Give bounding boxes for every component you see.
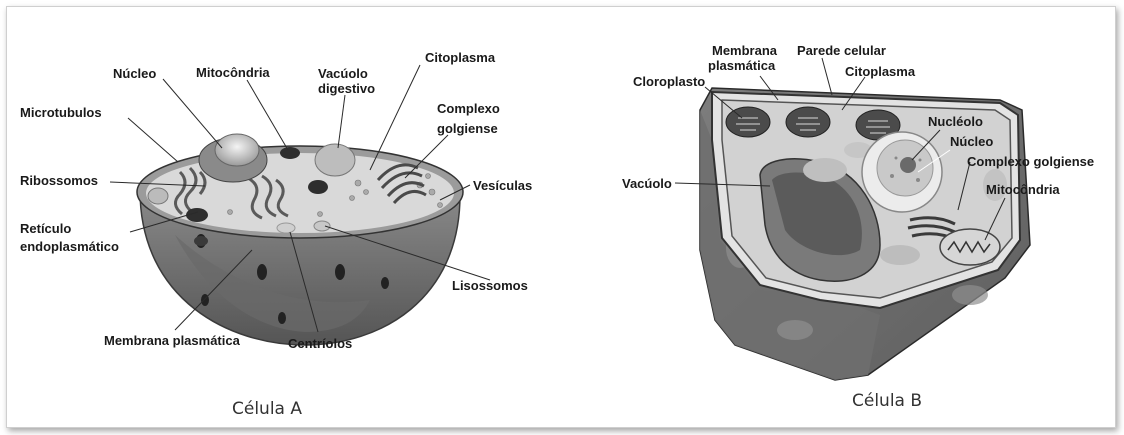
label-a-complexo-2: golgiense	[437, 121, 498, 136]
label-b-nucleolo: Nucléolo	[928, 114, 983, 129]
label-a-membrana: Membrana plasmática	[104, 333, 241, 348]
label-b-vacuolo: Vacúolo	[622, 176, 672, 191]
label-a-vesiculas: Vesículas	[473, 178, 532, 193]
caption-cell-b: Célula B	[852, 391, 922, 411]
label-a-nucleo: Núcleo	[113, 66, 156, 81]
label-a-complexo-1: Complexo	[437, 101, 500, 116]
cell-a-lysosome	[314, 221, 330, 231]
label-b-parede: Parede celular	[797, 43, 886, 58]
cell-b-blob	[803, 158, 847, 182]
cell-a-left-vesicle	[148, 188, 168, 204]
label-b-citoplasma: Citoplasma	[845, 64, 916, 79]
cell-b	[700, 88, 1030, 380]
label-a-vacuolo-2: digestivo	[318, 81, 375, 96]
label-b-membrana-1: Membrana	[712, 43, 778, 58]
label-a-lisossomos: Lisossomos	[452, 278, 528, 293]
label-a-centriolos: Centríolos	[288, 336, 352, 351]
cell-b-mitochondrion	[940, 229, 1000, 265]
label-a-vacuolo-1: Vacúolo	[318, 66, 368, 81]
label-a-ribossomos: Ribossomos	[20, 173, 98, 188]
cell-a	[137, 134, 463, 345]
label-a-reticulo-1: Retículo	[20, 221, 71, 236]
label-b-nucleo: Núcleo	[950, 134, 993, 149]
label-a-citoplasma: Citoplasma	[425, 50, 496, 65]
cell-b-nucleolus	[900, 157, 916, 173]
label-a-mitocondria: Mitocôndria	[196, 65, 270, 80]
cell-a-digestive-vacuole	[315, 144, 355, 176]
label-b-mitocondria: Mitocôndria	[986, 182, 1060, 197]
label-b-cloroplasto: Cloroplasto	[633, 74, 705, 89]
label-b-membrana-2: plasmática	[708, 58, 776, 73]
label-b-complexo: Complexo golgiense	[967, 154, 1094, 169]
cell-b-blob-3	[880, 245, 920, 265]
cell-a-nucleus	[215, 134, 259, 166]
label-a-reticulo-2: endoplasmático	[20, 239, 119, 254]
cell-a-centrioles	[277, 223, 295, 233]
label-a-microtubulos: Microtubulos	[20, 105, 102, 120]
caption-cell-a: Célula A	[232, 399, 302, 419]
cell-b-chloroplasts	[726, 107, 900, 140]
